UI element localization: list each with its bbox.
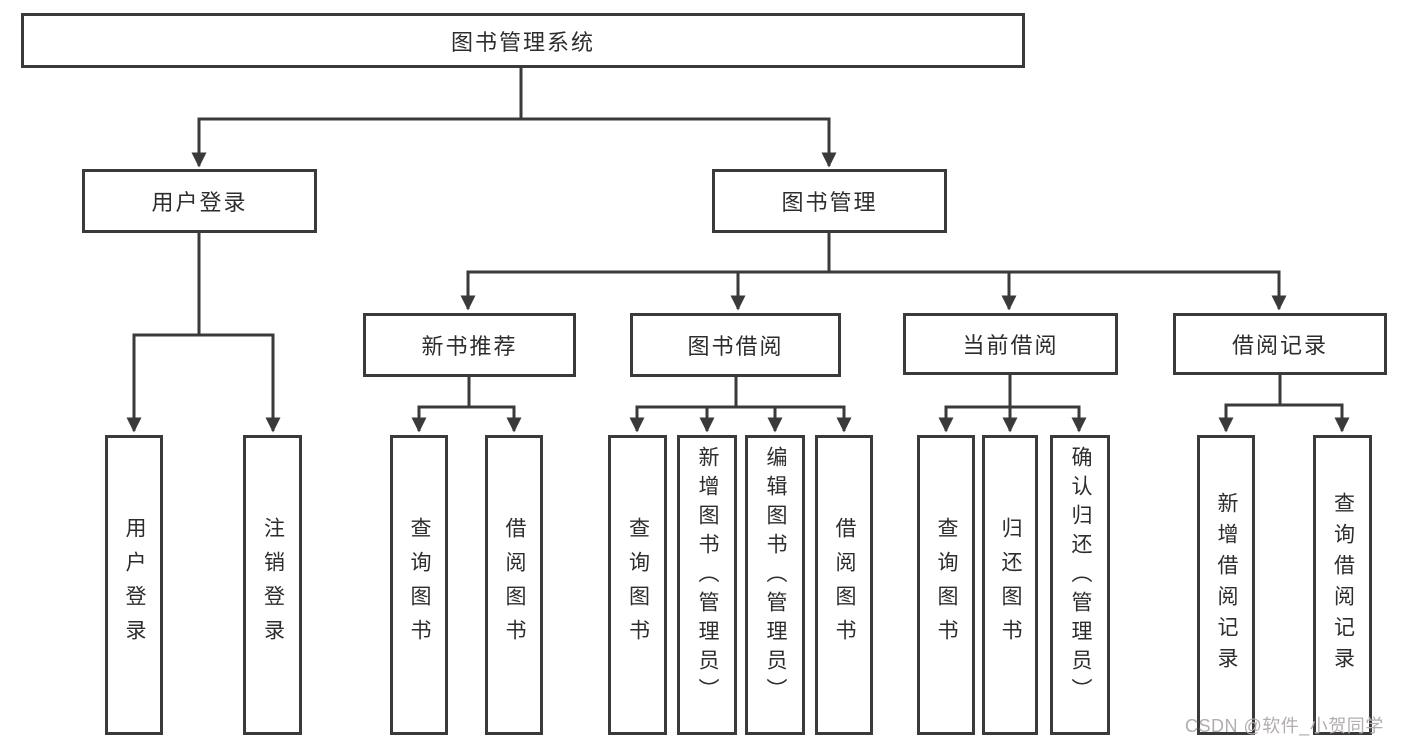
node-label: 借阅图书: [833, 517, 856, 653]
leaf-confirm-return-admin: 确认归还（管理员）: [1050, 435, 1110, 735]
user-login-branch: [126, 231, 281, 433]
node-book-management: 图书管理: [712, 169, 947, 233]
node-label: 查询图书: [626, 517, 650, 653]
node-book-borrowing: 图书借阅: [630, 313, 841, 377]
book-mgmt-branch: [460, 231, 1287, 311]
current-borrow-branch: [938, 373, 1087, 433]
node-label: 查询图书: [935, 517, 958, 653]
leaf-add-borrow-record: 新增借阅记录: [1197, 435, 1255, 735]
node-label: 新书推荐: [421, 334, 518, 359]
node-label: 新增借阅记录: [1215, 492, 1238, 678]
node-label: 查询图书: [408, 517, 431, 653]
node-label: 图书管理系统: [450, 29, 595, 55]
node-label: 图书管理: [781, 190, 878, 215]
book-borrow-branch: [629, 375, 852, 433]
node-label: 当前借阅: [962, 333, 1059, 358]
leaf-query-books-newbook: 查询图书: [390, 435, 448, 735]
node-user-login: 用户登录: [82, 169, 317, 233]
leaf-add-books-admin: 新增图书（管理员）: [677, 435, 737, 735]
borrow-record-branch: [1218, 373, 1350, 433]
node-label: 编辑图书（管理员）: [764, 446, 787, 707]
node-label: 用户登录: [123, 517, 146, 653]
node-label: 借阅记录: [1231, 333, 1328, 358]
node-label: 用户登录: [151, 190, 248, 215]
leaf-borrow-books: 借阅图书: [815, 435, 873, 735]
new-book-branch: [411, 375, 522, 433]
leaf-logout: 注销登录: [243, 435, 302, 735]
node-label: 借阅图书: [503, 517, 526, 653]
node-root-system: 图书管理系统: [21, 13, 1025, 68]
root-branch: [191, 66, 837, 168]
node-label: 图书借阅: [687, 334, 784, 359]
leaf-return-books: 归还图书: [982, 435, 1038, 735]
node-label: 归还图书: [999, 517, 1022, 653]
leaf-query-books-borrow: 查询图书: [608, 435, 667, 735]
leaf-borrow-books-newbook: 借阅图书: [485, 435, 543, 735]
node-label: 确认归还（管理员）: [1069, 446, 1092, 707]
leaf-edit-books-admin: 编辑图书（管理员）: [745, 435, 805, 735]
leaf-query-books-current: 查询图书: [917, 435, 975, 735]
node-label: 新增图书（管理员）: [696, 446, 719, 707]
node-new-book-recommend: 新书推荐: [363, 313, 576, 377]
node-current-borrowing: 当前借阅: [903, 313, 1118, 375]
csdn-watermark: CSDN @软件_小贺同学: [1185, 716, 1384, 736]
node-borrow-records: 借阅记录: [1173, 313, 1387, 375]
node-label: 注销登录: [261, 517, 285, 653]
leaf-query-borrow-record: 查询借阅记录: [1313, 435, 1372, 735]
leaf-user-login: 用户登录: [105, 435, 163, 735]
node-label: 查询借阅记录: [1331, 492, 1355, 678]
